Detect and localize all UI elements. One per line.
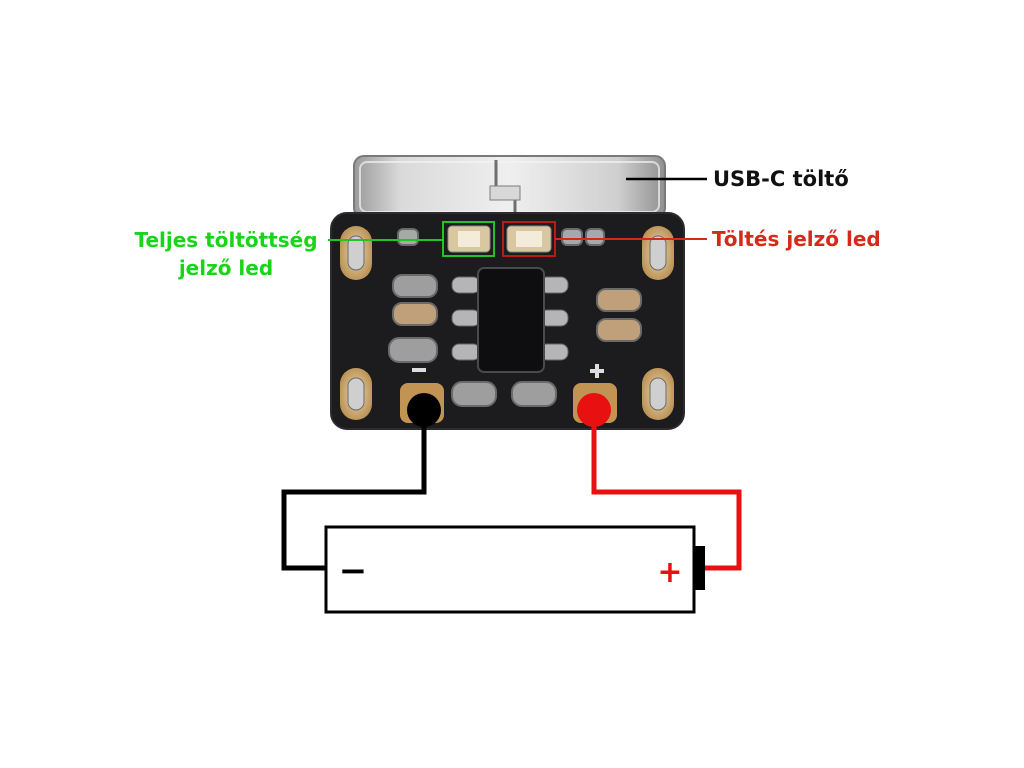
battery-minus-sign: − — [339, 551, 368, 591]
positive-wire — [591, 410, 742, 571]
negative-wire-dot — [407, 393, 441, 427]
negative-wire — [281, 410, 427, 571]
usb-c-label: USB-C töltő — [713, 167, 849, 191]
battery: − + — [324, 525, 705, 614]
full-charge-led-label: Teljes töltöttség jelző led — [116, 226, 336, 282]
pcb-board — [330, 212, 685, 430]
positive-wire-dot — [577, 393, 611, 427]
charging-led-label: Töltés jelző led — [712, 227, 881, 251]
smd-components — [388, 228, 642, 407]
battery-plus-sign: + — [657, 555, 682, 590]
full-charge-label-line1: Teljes töltöttség — [134, 228, 318, 252]
charging-led — [506, 225, 552, 253]
usb-c-connector — [353, 155, 666, 219]
full-charge-label-line2: jelző led — [178, 256, 274, 280]
full-charge-led — [447, 225, 491, 253]
charger-ic — [451, 267, 569, 373]
